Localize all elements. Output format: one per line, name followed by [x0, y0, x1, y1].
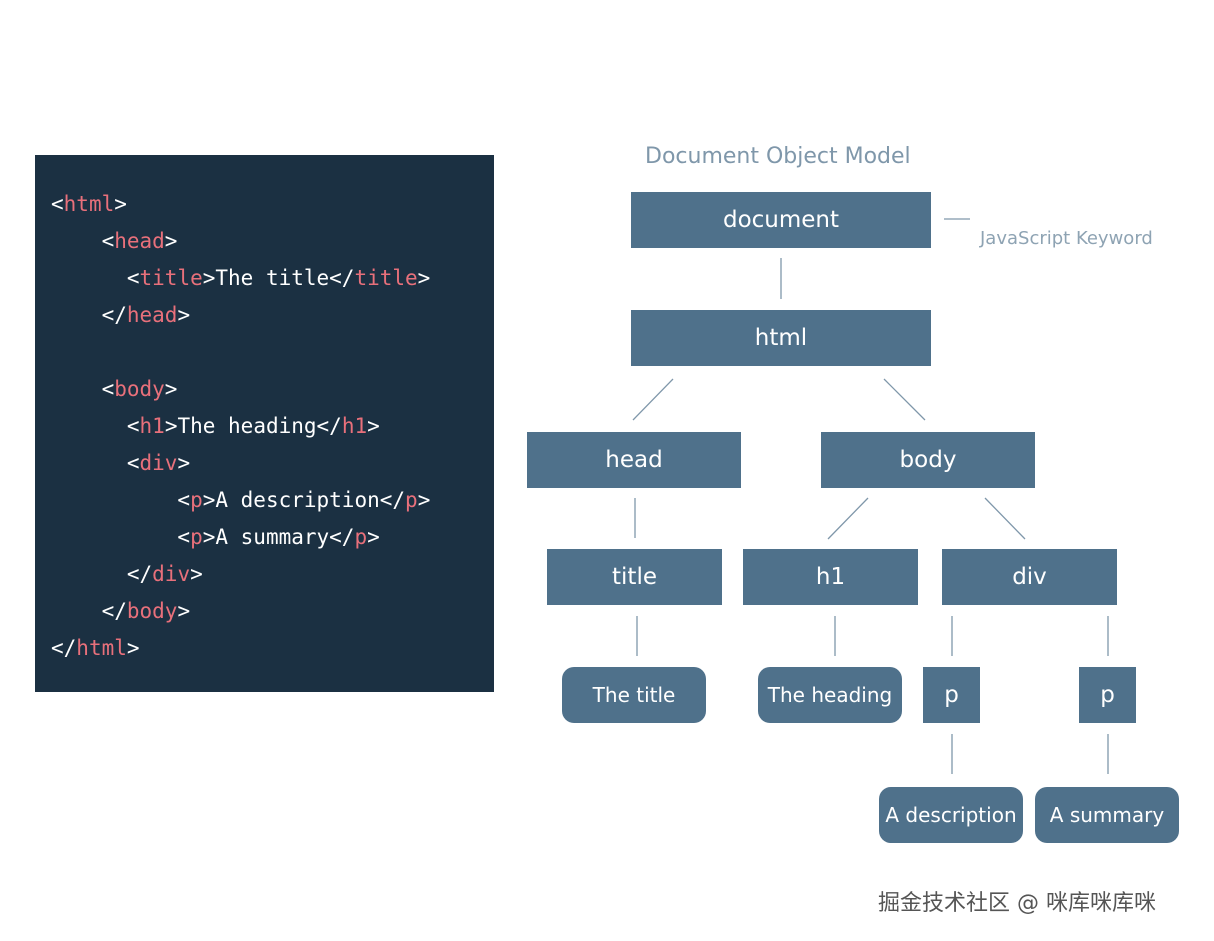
code-text: > [417, 266, 431, 290]
code-line: <h1>The heading</h1> [51, 410, 380, 442]
code-tag-name: p [354, 525, 368, 549]
code-text: > [177, 303, 191, 327]
code-text: < [51, 229, 115, 253]
code-text: > [367, 414, 380, 438]
text-node-title: The title [562, 667, 706, 723]
code-text: > [367, 525, 380, 549]
code-text: >The title</ [202, 266, 355, 290]
code-tag-name: title [354, 266, 418, 290]
code-text: < [51, 377, 115, 401]
code-line: </html> [51, 632, 140, 664]
code-text: > [126, 636, 140, 660]
text-node-summary: A summary [1035, 787, 1179, 843]
code-text: >A description</ [202, 488, 406, 512]
code-tag-name: head [126, 303, 178, 327]
diagram-title: Document Object Model [645, 144, 911, 169]
code-text: < [51, 488, 191, 512]
text-node-heading: The heading [758, 667, 902, 723]
code-text: > [417, 488, 431, 512]
code-line: <title>The title</title> [51, 262, 430, 294]
code-tag-name: div [152, 562, 191, 586]
code-text: > [164, 377, 178, 401]
edge-html-body [883, 378, 926, 421]
code-text: >The heading</ [164, 414, 342, 438]
code-text: < [51, 414, 140, 438]
code-tag-name: html [76, 636, 127, 660]
code-tag-name: h1 [341, 414, 368, 438]
node-h1: h1 [743, 549, 918, 605]
code-text: < [51, 192, 64, 216]
code-tag-name: h1 [139, 414, 165, 438]
node-title: title [547, 549, 722, 605]
node-p-summary: p [1079, 667, 1136, 723]
code-line: <p>A description</p> [51, 484, 430, 516]
code-text: < [51, 525, 191, 549]
code-tag-name: div [139, 451, 178, 475]
code-text: > [177, 599, 191, 623]
code-text: </ [51, 562, 153, 586]
code-tag-name: head [114, 229, 165, 253]
code-tag-name: p [405, 488, 418, 512]
code-line: <p>A summary</p> [51, 521, 380, 553]
code-text: < [51, 451, 140, 475]
code-text: </ [51, 636, 77, 660]
code-text: > [114, 192, 127, 216]
code-tag-name: title [139, 266, 203, 290]
code-tag-name: body [114, 377, 165, 401]
code-tag-name: p [190, 488, 203, 512]
code-line: <html> [51, 188, 127, 220]
edge-html-head [632, 378, 674, 421]
node-html: html [631, 310, 931, 366]
code-tag-name: body [126, 599, 178, 623]
node-div: div [942, 549, 1117, 605]
javascript-keyword-label: JavaScript Keyword [980, 228, 1153, 249]
node-body: body [821, 432, 1035, 488]
code-text: </ [51, 599, 127, 623]
code-tag-name: html [63, 192, 115, 216]
node-p-description: p [923, 667, 980, 723]
edge-body-h1 [827, 497, 869, 540]
html-code-panel: <html> <head> <title>The title</title> <… [35, 155, 494, 692]
code-text: </ [51, 303, 127, 327]
code-line: <head> [51, 225, 178, 257]
code-text: >A summary</ [202, 525, 355, 549]
text-node-description: A description [879, 787, 1023, 843]
node-document: document [631, 192, 931, 248]
code-tag-name: p [190, 525, 203, 549]
watermark: 掘金技术社区 @ 咪库咪库咪 [878, 891, 1156, 916]
node-head: head [527, 432, 741, 488]
code-line: <div> [51, 447, 190, 479]
code-line: </head> [51, 299, 191, 331]
edge-body-div [984, 497, 1026, 540]
code-text: > [177, 451, 191, 475]
code-line: <body> [51, 373, 178, 405]
code-text: > [164, 229, 178, 253]
code-text: > [190, 562, 203, 586]
code-text: < [51, 266, 140, 290]
code-line: </body> [51, 595, 191, 627]
code-line: </div> [51, 558, 203, 590]
